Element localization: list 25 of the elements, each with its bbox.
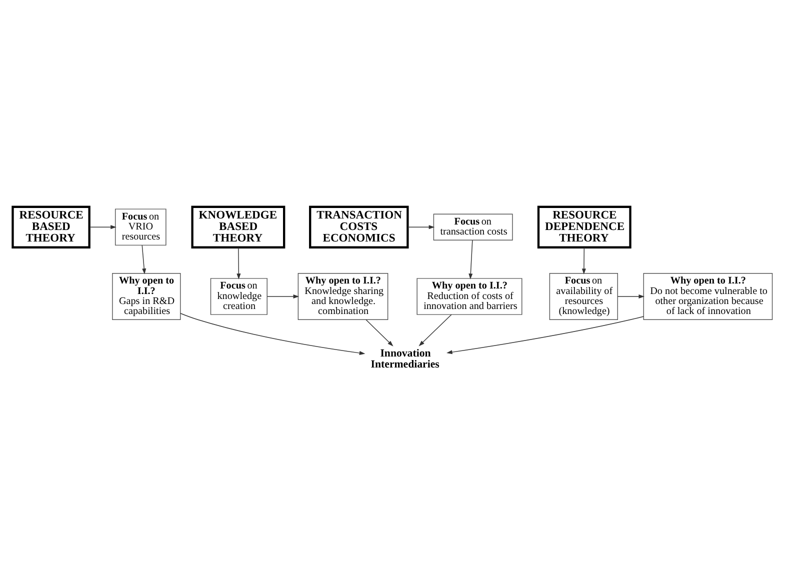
arrow [236,247,241,280]
node-text: Innovation Intermediaries [370,347,440,370]
node-box: Focus on transaction costs [433,214,513,240]
arrow [446,316,644,354]
arrow [407,225,435,230]
arrow [418,314,452,346]
node-box: KNOWLEDGE BASED THEORY [191,206,286,248]
arrow [266,294,300,299]
node-box: Why open to I.I.? Do not become vulnerable to other organization because of lack of innovation [643,273,773,320]
node-box: Focus on knowledge creation [210,278,268,315]
node-box: RESOURCE DEPENDENCE THEORY [537,206,632,248]
node-box: Focus on availability of resources (knowledge) [549,273,618,320]
arrow [89,225,116,230]
arrow [142,244,146,274]
arrow [180,313,366,356]
arrow [617,294,644,299]
arrow [366,319,394,346]
arrow [582,247,586,274]
node-box: Focus on VRIO resources [114,208,166,246]
node-box: Why open to I.I.? Knowledge sharing and knowledge. combination [298,273,388,320]
arrow [468,240,473,280]
node-box: Why open to I.I.? Gaps in R&D capabilities [112,273,181,320]
node-box: Why open to I.I.? Reduction of costs of innovation and barriers [416,278,522,315]
node-box: RESOURCE BASED THEORY [12,206,90,248]
node-box: TRANSACTION COSTS ECONOMICS [309,206,409,248]
